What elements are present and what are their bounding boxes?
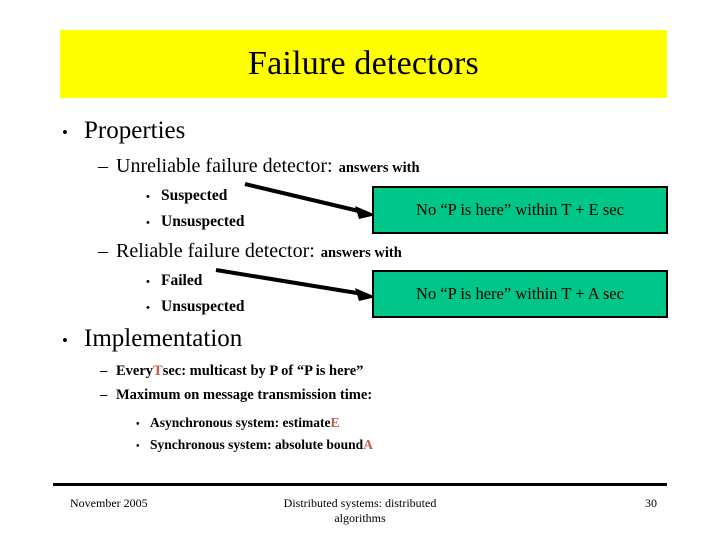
callout-reliable: No “P is here” within T + A sec <box>372 270 668 318</box>
dash-glyph: – <box>100 363 108 379</box>
accent-value-t: T <box>153 363 163 379</box>
footer-page-number: 30 <box>645 496 657 510</box>
arrow-suspected-to-callout <box>244 182 376 219</box>
list-item-unsuspected: • Unsuspected <box>146 213 245 230</box>
bullet-glyph: • <box>146 191 150 203</box>
list-item-max-transmission: – Maximum on message transmission time: <box>100 387 373 403</box>
bullet-properties-label: Properties <box>84 117 186 144</box>
footer-date: November 2005 <box>70 496 148 510</box>
list-item-label: Failed <box>161 272 203 289</box>
list-item-prefix: Asynchronous system: estimate <box>150 415 331 430</box>
list-item-suffix: sec: multicast by P of “P is here” <box>162 363 364 379</box>
unreliable-answers-with: answers with <box>338 160 420 176</box>
list-item-unsuspected: • Unsuspected <box>146 298 245 315</box>
list-item-label: Unsuspected <box>161 298 245 315</box>
bullet-properties: • Properties <box>62 117 186 144</box>
bullet-implementation-label: Implementation <box>84 325 243 352</box>
bullet-glyph: • <box>146 276 150 288</box>
bullet-glyph: • <box>62 331 68 350</box>
bullet-glyph: • <box>136 419 140 430</box>
list-item-synchronous: • Synchronous system: absolute bound A <box>136 437 373 452</box>
dash-glyph: – <box>98 155 108 177</box>
list-item-label: Suspected <box>161 187 228 204</box>
footer-divider <box>53 483 667 486</box>
list-item-suspected: • Suspected <box>146 187 228 204</box>
page-title: Failure detectors <box>248 45 479 82</box>
reliable-answers-with: answers with <box>320 245 402 261</box>
bullet-unreliable-detector: – Unreliable failure detector: answers w… <box>98 156 420 177</box>
list-item-every-t-sec: – Every T sec: multicast by P of “P is h… <box>100 363 364 379</box>
accent-value-e: E <box>330 415 340 430</box>
callout-text: No “P is here” within T + E sec <box>416 200 624 219</box>
callout-text: No “P is here” within T + A sec <box>416 284 624 303</box>
footer-center: Distributed systems: distributed algorit… <box>220 496 500 526</box>
footer-center-line1: Distributed systems: distributed <box>283 496 437 510</box>
bullet-unreliable-label: Unreliable failure detector: <box>116 155 333 177</box>
bullet-reliable-label: Reliable failure detector: <box>116 240 315 262</box>
bullet-glyph: • <box>136 441 140 452</box>
list-item-prefix: Maximum on message transmission time: <box>116 387 373 403</box>
slide-body: • Properties – Unreliable failure detect… <box>0 106 720 466</box>
list-item-label: Unsuspected <box>161 213 245 230</box>
bullet-implementation: • Implementation <box>62 325 243 352</box>
bullet-reliable-detector: – Reliable failure detector: answers wit… <box>98 241 402 262</box>
arrow-failed-to-callout <box>215 268 376 301</box>
list-item-failed: • Failed <box>146 272 203 289</box>
callout-unreliable: No “P is here” within T + E sec <box>372 186 668 234</box>
bullet-glyph: • <box>62 123 68 142</box>
bullet-glyph: • <box>146 302 150 314</box>
title-banner: Failure detectors <box>60 30 667 98</box>
list-item-prefix: Every <box>116 363 154 379</box>
dash-glyph: – <box>98 240 108 262</box>
list-item-asynchronous: • Asynchronous system: estimate E <box>136 415 340 430</box>
accent-value-a: A <box>363 437 373 452</box>
footer-center-line2: algorithms <box>334 511 386 525</box>
list-item-prefix: Synchronous system: absolute bound <box>150 437 364 452</box>
bullet-glyph: • <box>146 217 150 229</box>
dash-glyph: – <box>100 387 108 403</box>
